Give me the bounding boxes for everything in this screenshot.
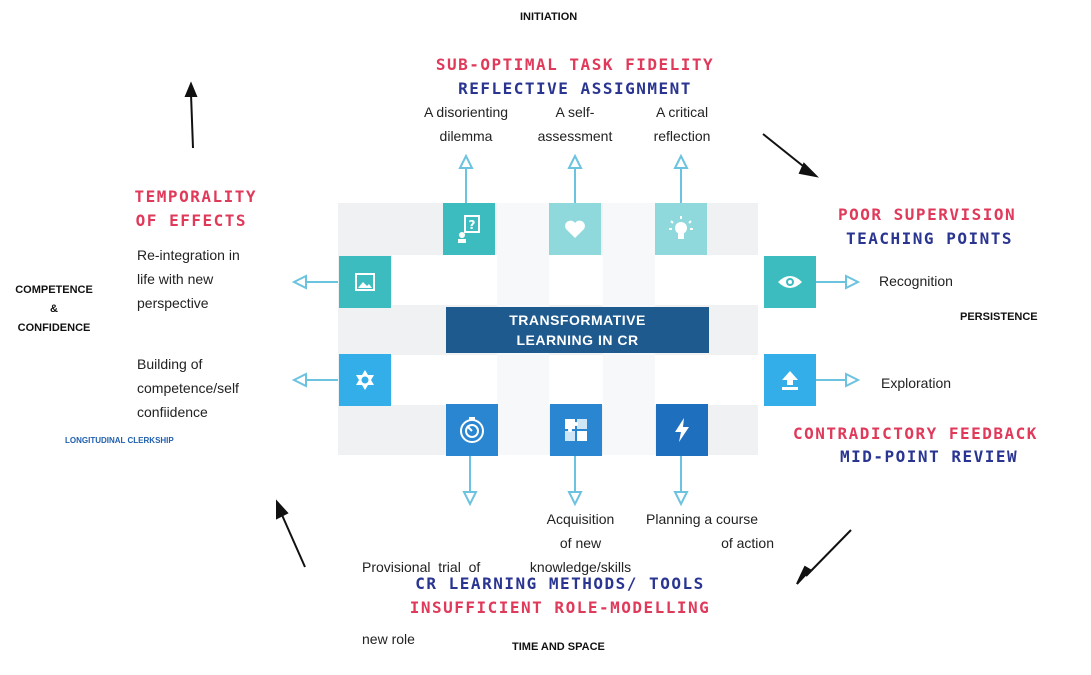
corner-label-competence: COMPETENCE & CONFIDENCE	[8, 281, 100, 338]
tile-heart	[549, 203, 601, 255]
tile-puzzle	[550, 404, 602, 456]
arrowhead-top-2	[567, 153, 583, 169]
step-re-integration-line3: perspective	[137, 295, 209, 311]
lightbulb-icon	[668, 215, 694, 243]
step-provisional-trial-line2: new role	[362, 631, 415, 647]
stopwatch-icon	[458, 416, 486, 444]
cycle-arrowhead-top-right	[798, 162, 819, 178]
step-self-assessment-line2: assessment	[537, 128, 613, 144]
step-critical-reflection-line2: reflection	[653, 128, 711, 144]
tile-question-person: ?	[443, 203, 495, 255]
step-disorienting-dilemma-line2: dilemma	[439, 128, 493, 144]
tile-stopwatch	[446, 404, 498, 456]
tile-eye	[764, 256, 816, 308]
cycle-arrowhead-bottom-right	[796, 565, 812, 585]
image-icon	[355, 273, 375, 291]
arrowhead-top-1	[458, 153, 474, 169]
tile-upload	[764, 354, 816, 406]
step-re-integration-line1: Re-integration in	[137, 247, 240, 263]
arrowhead-bottom-2	[567, 491, 583, 507]
cycle-arrow-bottom-left	[281, 514, 306, 568]
heading-mid-point-review: MID-POINT REVIEW	[840, 447, 1019, 466]
step-building-competence-line3: confiidence	[137, 404, 208, 420]
cycle-arrow-top-right	[762, 133, 809, 171]
lightning-icon	[673, 417, 691, 443]
arrowhead-left-1	[291, 274, 307, 290]
question-person-icon: ?	[456, 214, 482, 244]
grid-gap-lower	[392, 355, 762, 405]
step-acquisition-line2: of new	[559, 535, 602, 551]
cycle-arrow-bottom-right	[805, 529, 852, 577]
step-building-competence: Building of competence/self confiidence	[137, 352, 277, 424]
step-recognition: Recognition	[879, 273, 953, 289]
eye-icon	[777, 274, 803, 290]
tile-gear	[339, 354, 391, 406]
heading-reflective-assignment: REFLECTIVE ASSIGNMENT	[458, 79, 692, 98]
step-building-competence-line2: competence/self	[137, 380, 239, 396]
heading-temporality: TEMPORALITY	[134, 187, 257, 206]
step-acquisition-line1: Acquisition	[546, 511, 615, 527]
heading-insufficient-role-modelling: INSUFFICIENT ROLE-MODELLING	[409, 598, 711, 617]
puzzle-icon	[562, 416, 590, 444]
step-acquisition: Acquisition of new knowledge/skills	[518, 507, 643, 579]
connector-layer	[184, 81, 861, 585]
heart-icon	[564, 219, 586, 239]
step-acquisition-line3: knowledge/skills	[529, 559, 632, 575]
center-line1: TRANSFORMATIVE	[509, 312, 646, 328]
step-disorienting-dilemma-line1: A disorienting	[423, 104, 509, 120]
heading-cr-learning-methods: CR LEARNING METHODS/ TOOLS	[415, 574, 705, 593]
heading-of-effects: OF EFFECTS	[135, 211, 247, 230]
heading-sub-optimal-task-fidelity: SUB-OPTIMAL TASK FIDELITY	[435, 55, 715, 74]
step-planning-line1: Planning a course	[646, 511, 759, 527]
step-critical-reflection: A critical reflection	[632, 100, 732, 148]
corner-label-initiation: INITIATION	[520, 11, 578, 23]
cycle-arrowhead-bottom-left	[276, 499, 289, 520]
heading-contradictory-feedback: CONTRADICTORY FEEDBACK	[793, 424, 1038, 443]
cycle-arrowhead-left-up	[184, 81, 198, 97]
step-self-assessment: A self- assessment	[525, 100, 625, 148]
arrowhead-bottom-3	[673, 491, 689, 507]
center-line2: LEARNING IN CR	[516, 332, 639, 348]
arrowhead-right-2	[845, 372, 861, 388]
step-re-integration-line2: life with new	[137, 271, 214, 287]
step-planning: Planning a course of action	[646, 507, 774, 555]
step-disorienting-dilemma: A disorienting dilemma	[398, 100, 534, 148]
svg-text:?: ?	[469, 218, 476, 232]
cycle-arrow-left-up	[190, 93, 194, 149]
step-planning-line2: of action	[721, 535, 774, 551]
arrowhead-left-2	[291, 372, 307, 388]
heading-teaching-points: TEACHING POINTS	[846, 229, 1013, 248]
tile-lightning	[656, 404, 708, 456]
grid-gap-upper	[392, 255, 762, 305]
step-self-assessment-line1: A self-	[555, 104, 595, 120]
corner-label-competence-line2: &	[50, 303, 58, 315]
longitudinal-clerkship-note: LONGITUDINAL CLERKSHIP	[65, 436, 174, 445]
gear-icon	[354, 369, 376, 391]
corner-label-competence-line3: CONFIDENCE	[17, 322, 91, 334]
arrowhead-right-1	[845, 274, 861, 290]
step-building-competence-line1: Building of	[137, 356, 203, 372]
step-provisional-trial: Provisional trial of new role	[362, 507, 507, 675]
step-provisional-trial-line1: Provisional trial of	[362, 559, 481, 575]
step-exploration: Exploration	[881, 375, 952, 391]
corner-label-persistence: PERSISTENCE	[960, 311, 1038, 323]
upload-icon	[780, 369, 800, 391]
tile-image	[339, 256, 391, 308]
corner-label-time-and-space: TIME AND SPACE	[512, 641, 605, 653]
center-transformative-learning: TRANSFORMATIVE LEARNING IN CR	[446, 307, 709, 353]
heading-poor-supervision: POOR SUPERVISION	[838, 205, 1017, 224]
step-critical-reflection-line1: A critical	[655, 104, 709, 120]
tile-lightbulb	[655, 203, 707, 255]
arrowhead-bottom-1	[462, 491, 478, 507]
arrowhead-top-3	[673, 153, 689, 169]
step-re-integration: Re-integration in life with new perspect…	[137, 243, 277, 315]
corner-label-competence-line1: COMPETENCE	[15, 284, 93, 296]
